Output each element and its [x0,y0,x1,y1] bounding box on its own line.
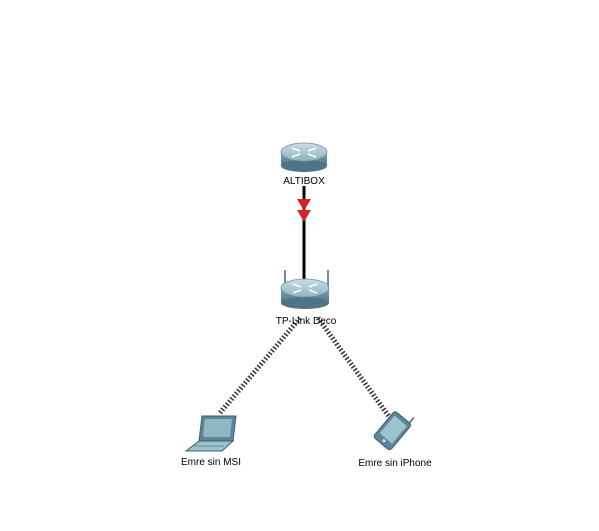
smartphone-iphone-icon[interactable] [373,405,416,451]
node-label-altbox: ALTIBOX [283,176,325,187]
wired-link-altbox-tplink[interactable] [297,186,311,281]
router-arrows-icon [292,283,318,294]
node-label-iphone: Emre sin iPhone [358,458,432,469]
link-status-arrow-bottom [297,210,311,222]
link-status-arrow-top [297,199,311,211]
wireless-link-iphone[interactable] [315,316,393,420]
router-altbox[interactable] [280,142,328,172]
wireless-router-tplink[interactable] [280,270,330,309]
wireless-link-msi[interactable] [217,316,302,416]
node-label-tplink: TP-Link Deco [275,316,337,327]
node-label-msi: Emre sin MSI [180,457,242,468]
router-arrows-icon [291,147,317,158]
laptop-msi-icon[interactable] [184,415,237,452]
